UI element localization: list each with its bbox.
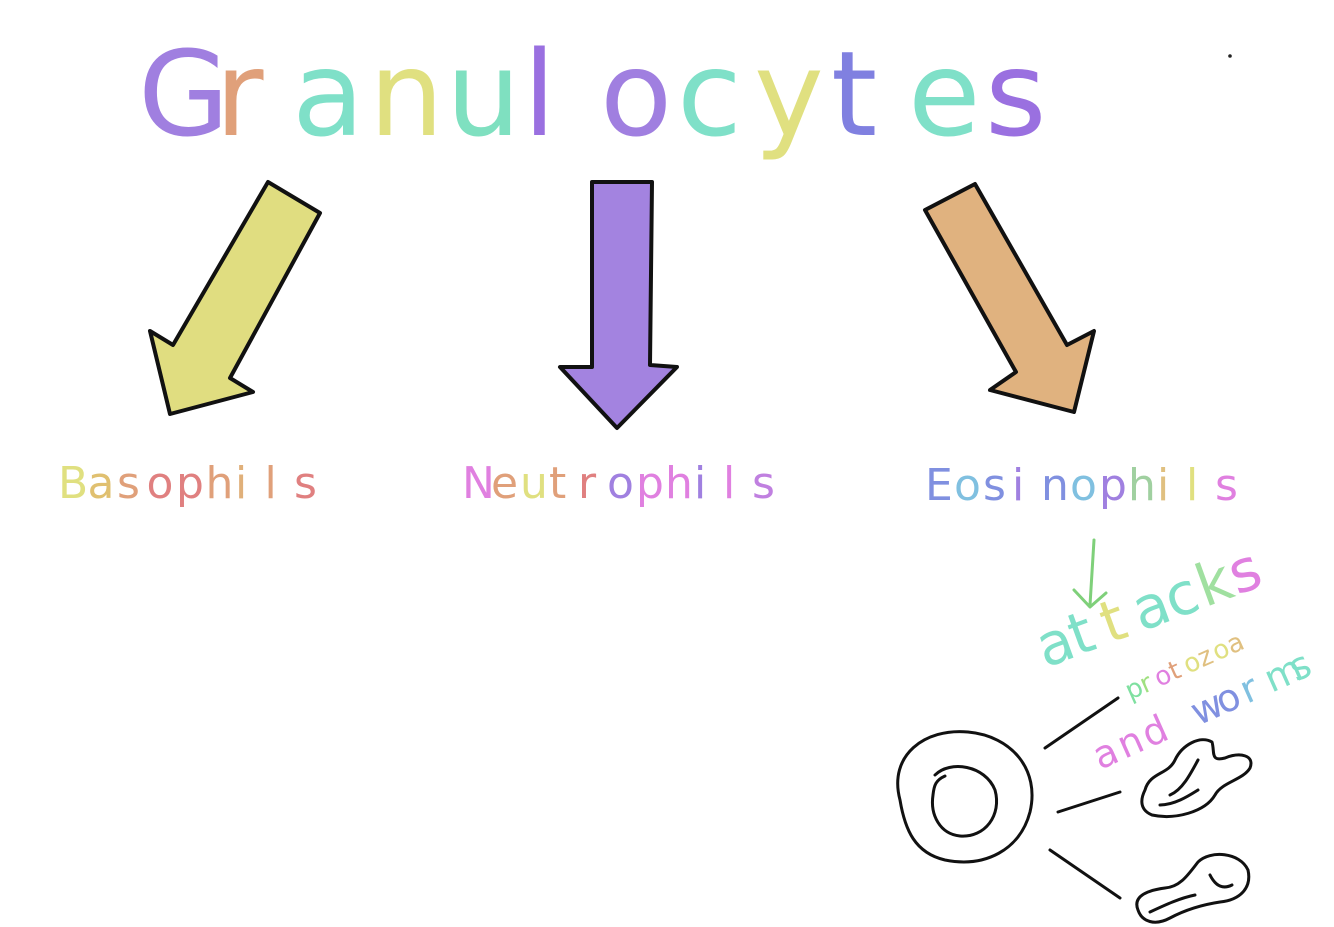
label-eosinophils-letter: s: [1215, 460, 1238, 511]
label-neutrophils-letter: e: [491, 458, 518, 509]
title-group-letter: s: [985, 25, 1046, 163]
label-eosinophils-letter: i: [1012, 460, 1024, 511]
label-basophils-letter: s: [294, 458, 317, 509]
label-eosinophils-letter: n: [1041, 460, 1069, 511]
title-group-letter: r: [215, 25, 264, 163]
label-eosinophils-letter: l: [1186, 460, 1198, 511]
label-neutrophils-letter: l: [723, 458, 735, 509]
label-basophils-letter: l: [265, 458, 277, 509]
label-eosinophils-letter: p: [1099, 460, 1127, 511]
label-neutrophils-letter: s: [752, 458, 775, 509]
title-group-letter: a: [292, 25, 364, 163]
label-eosinophils-letter: o: [954, 460, 981, 511]
arrow-to-neutrophils: [558, 180, 679, 430]
title-group-letter: u: [446, 25, 521, 163]
label-neutrophils-letter: i: [694, 458, 706, 509]
eosinophil-cell-sketch: [896, 730, 1034, 864]
label-basophils-letter: B: [58, 458, 88, 509]
label-neutrophils-letter: N: [462, 458, 495, 509]
title-group-letter: e: [908, 25, 981, 163]
connector-lines: [1043, 696, 1122, 900]
label-eosinophils-letter: o: [1070, 460, 1097, 511]
label-neutrophils-letter: p: [636, 458, 664, 509]
label-eosinophils-letter: h: [1128, 460, 1156, 511]
stray-dot: [1228, 54, 1232, 58]
title-group-letter: t: [831, 25, 877, 163]
annotation-down-arrow: [1072, 538, 1108, 609]
label-neutrophils-letter: h: [665, 458, 693, 509]
title-group-letter: o: [600, 25, 672, 163]
label-basophils-letter: h: [206, 458, 234, 509]
arrow-to-eosinophils: [923, 182, 1096, 414]
title-group-letter: y: [754, 25, 824, 163]
label-eosinophils-letter: s: [983, 460, 1006, 511]
title-group-letter: c: [677, 25, 742, 163]
label-neutrophils-letter: u: [520, 458, 548, 509]
label-neutrophils-letter: t: [549, 458, 566, 509]
title-group-letter: l: [523, 25, 556, 163]
label-basophils-letter: i: [235, 458, 247, 509]
label-neutrophils-letter: r: [578, 458, 597, 509]
worm-sketch: [1135, 852, 1251, 924]
arrow-to-basophils: [148, 180, 322, 416]
label-basophils-letter: a: [88, 458, 115, 509]
label-neutrophils-letter: o: [607, 458, 634, 509]
protozoa-sketch: [1140, 738, 1253, 818]
title-group-letter: n: [369, 25, 444, 163]
title-group-letter: G: [138, 25, 229, 163]
label-basophils-letter: s: [117, 458, 140, 509]
label-basophils-letter: p: [176, 458, 204, 509]
label-eosinophils-letter: E: [925, 460, 953, 511]
label-basophils-letter: o: [147, 458, 174, 509]
label-eosinophils-letter: i: [1157, 460, 1169, 511]
